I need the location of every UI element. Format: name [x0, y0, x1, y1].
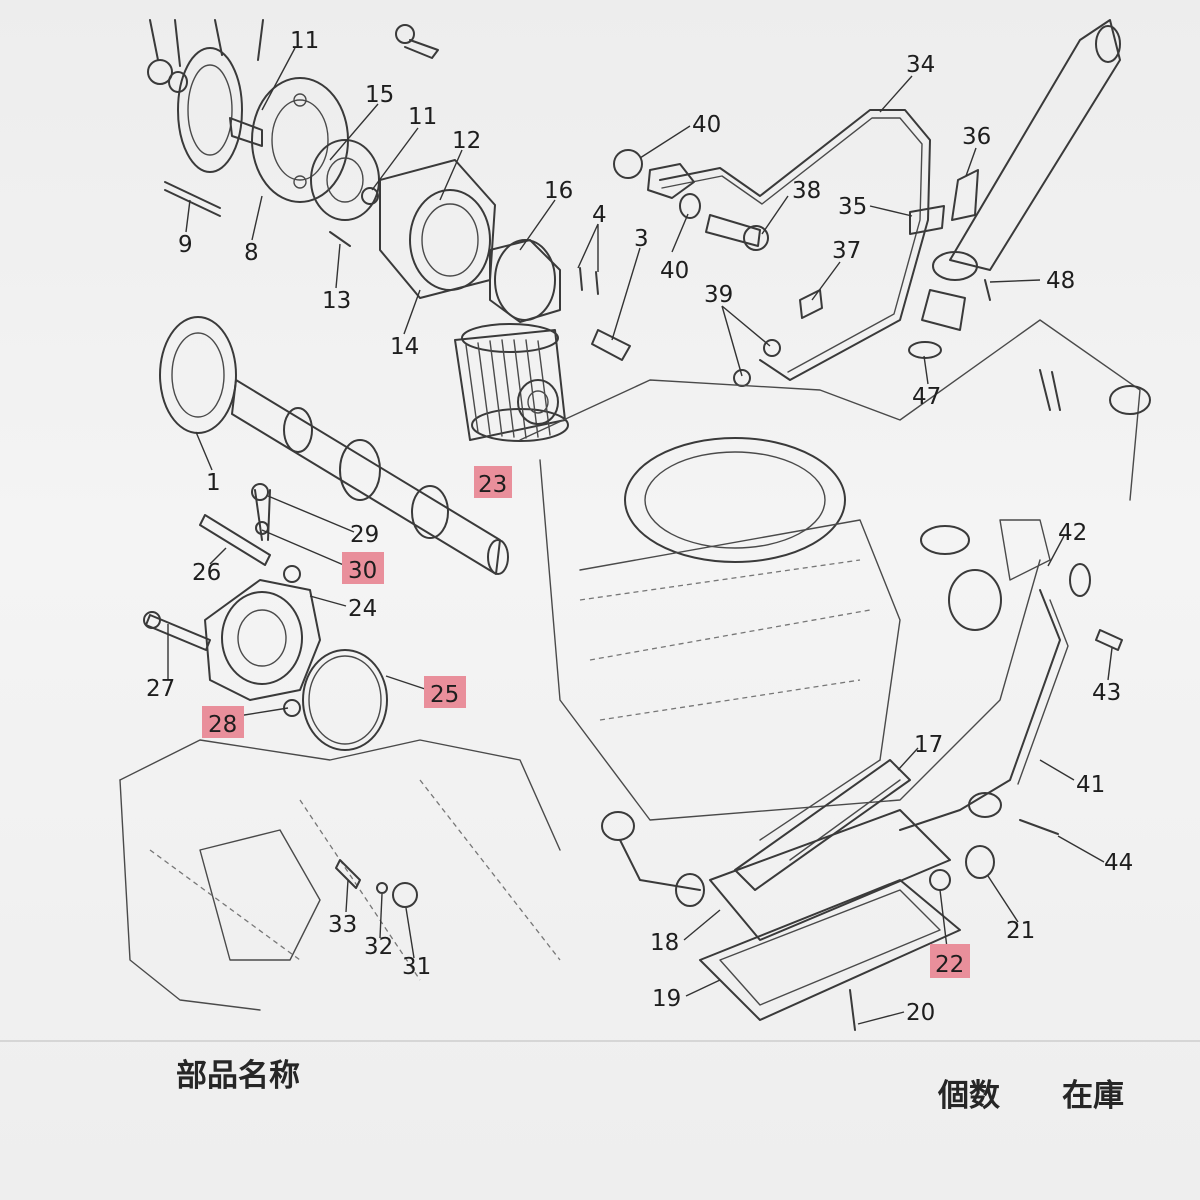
label-24[interactable]: 24	[348, 596, 377, 622]
oil-filter-assembly	[454, 239, 631, 442]
label-14[interactable]: 14	[390, 334, 419, 360]
parts-table-header: 部品名称 個数 在庫	[0, 1040, 1200, 1200]
camshaft	[159, 316, 509, 575]
exploded-parts-diagram: 11 15 11 12 16 4 3 40 38 40 34 36 35 37 …	[119, 19, 1151, 1031]
highlight-30[interactable]: 30	[342, 552, 384, 584]
highlight-22[interactable]: 22	[930, 944, 970, 978]
oil-delivery-pipe	[613, 19, 1121, 387]
label-9[interactable]: 9	[178, 232, 193, 258]
table-divider	[0, 1040, 1200, 1042]
label-1[interactable]: 1	[206, 470, 221, 496]
highlight-23-box	[474, 466, 512, 498]
label-19[interactable]: 19	[652, 986, 681, 1012]
column-header-stock: 在庫	[1062, 1078, 1124, 1114]
label-18[interactable]: 18	[650, 930, 679, 956]
oil-strainer-and-pan	[601, 563, 1123, 1031]
highlight-25[interactable]: 25	[424, 676, 466, 708]
highlight-25-box	[424, 676, 466, 708]
highlight-28-box	[202, 706, 244, 738]
label-30: 30	[348, 558, 377, 584]
label-17[interactable]: 17	[914, 732, 943, 758]
highlighted-part-labels: 23 30 25 28 22	[202, 466, 970, 978]
label-27[interactable]: 27	[146, 676, 175, 702]
highlight-22-box	[930, 944, 970, 978]
label-48[interactable]: 48	[1046, 268, 1075, 294]
label-35[interactable]: 35	[838, 194, 867, 220]
label-11-left[interactable]: 11	[290, 28, 319, 54]
label-15[interactable]: 15	[365, 82, 394, 108]
label-38[interactable]: 38	[792, 178, 821, 204]
label-11-right[interactable]: 11	[408, 104, 437, 130]
label-20[interactable]: 20	[906, 1000, 935, 1026]
label-34[interactable]: 34	[906, 52, 935, 78]
column-header-quantity: 個数	[938, 1078, 1000, 1114]
label-21[interactable]: 21	[1006, 918, 1035, 944]
engine-block-outline	[119, 319, 1151, 1011]
label-32[interactable]: 32	[364, 934, 393, 960]
column-header-part-name: 部品名称	[176, 1058, 300, 1094]
label-22: 22	[935, 952, 964, 978]
label-33[interactable]: 33	[328, 912, 357, 938]
label-12[interactable]: 12	[452, 128, 481, 154]
leader-lines	[167, 47, 1113, 1025]
label-39[interactable]: 39	[704, 282, 733, 308]
label-8[interactable]: 8	[244, 240, 259, 266]
label-13[interactable]: 13	[322, 288, 351, 314]
label-31[interactable]: 31	[402, 954, 431, 980]
label-36[interactable]: 36	[962, 124, 991, 150]
label-26[interactable]: 26	[192, 560, 221, 586]
oil-pump-cover	[143, 565, 418, 908]
highlight-23[interactable]: 23	[474, 466, 512, 498]
label-47[interactable]: 47	[912, 384, 941, 410]
label-41[interactable]: 41	[1076, 772, 1105, 798]
label-40-top[interactable]: 40	[692, 112, 721, 138]
label-40-bottom[interactable]: 40	[660, 258, 689, 284]
oil-pump-gear-assembly	[147, 19, 496, 299]
label-16[interactable]: 16	[544, 178, 573, 204]
label-37[interactable]: 37	[832, 238, 861, 264]
label-42[interactable]: 42	[1058, 520, 1087, 546]
label-43[interactable]: 43	[1092, 680, 1121, 706]
part-number-labels: 11 15 11 12 16 4 3 40 38 40 34 36 35 37 …	[146, 28, 1133, 1026]
label-44[interactable]: 44	[1104, 850, 1133, 876]
label-4[interactable]: 4	[592, 202, 607, 228]
label-25: 25	[430, 682, 459, 708]
label-23: 23	[478, 472, 507, 498]
label-28: 28	[208, 712, 237, 738]
label-3[interactable]: 3	[634, 226, 649, 252]
highlight-30-box	[342, 552, 384, 584]
highlight-28[interactable]: 28	[202, 706, 244, 738]
label-29[interactable]: 29	[350, 522, 379, 548]
